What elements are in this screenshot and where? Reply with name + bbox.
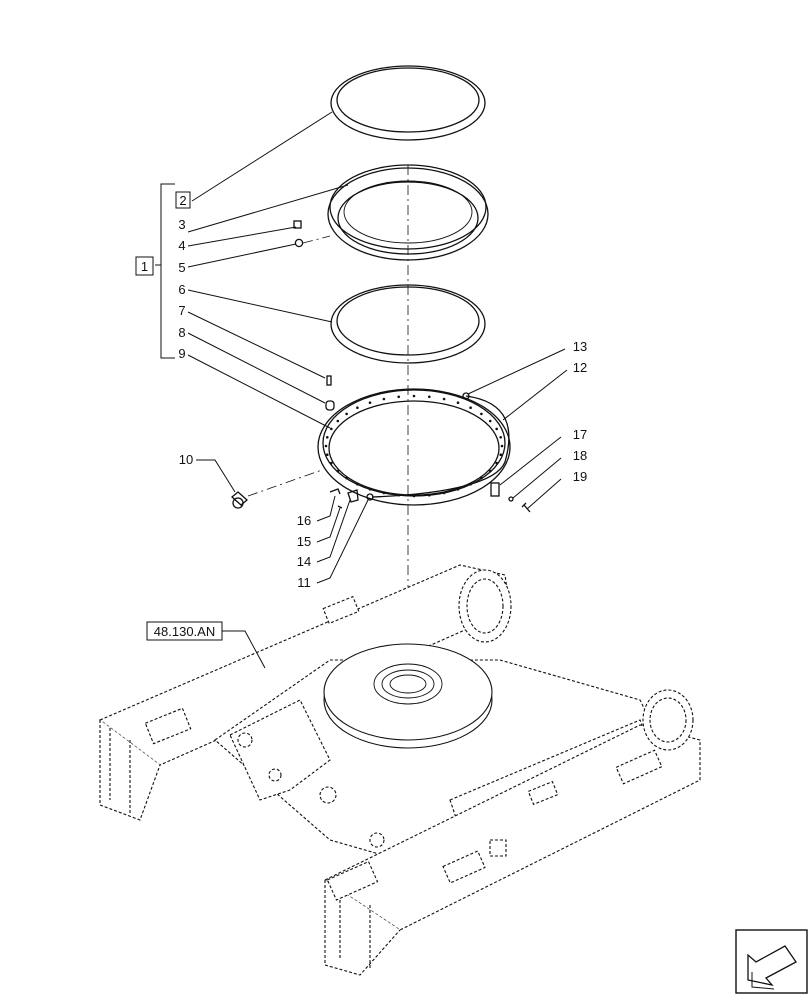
group-bracket: [160, 183, 175, 359]
bolt-hole: [330, 427, 333, 431]
tube-fitting-bottom: [366, 493, 374, 501]
fitting-15: [337, 505, 343, 509]
part-label-12: 12: [573, 360, 587, 375]
bolt-hole: [428, 395, 431, 399]
seal-ring-top: [330, 65, 486, 141]
reference-label: 48.130.AN: [154, 624, 215, 639]
pin: [326, 375, 332, 386]
tube-fitting-top: [462, 392, 470, 400]
elbow-fitting: [347, 489, 359, 503]
bolt-hole: [412, 394, 416, 398]
nipple-axis: [247, 469, 323, 497]
washer: [508, 496, 514, 502]
bolt-hole: [456, 401, 460, 405]
bolt-hole: [480, 476, 483, 480]
bolt-hole: [336, 419, 340, 423]
plug: [294, 238, 304, 248]
bolt-hole: [326, 453, 329, 457]
bolt-hole: [412, 494, 416, 498]
bolt-hole: [442, 491, 446, 495]
bolt-hole: [428, 493, 431, 497]
part-label-19: 19: [573, 469, 587, 484]
part-label-7: 7: [178, 303, 185, 318]
bolt-hole: [397, 395, 401, 399]
bolt-hole: [345, 412, 348, 416]
bolt-hole: [336, 469, 340, 473]
part-label-17: 17: [573, 427, 587, 442]
bolt-hole: [368, 488, 372, 491]
fitting-axis: [302, 235, 331, 244]
bolt-hole: [382, 491, 386, 495]
fitting-16: [329, 488, 341, 495]
bolt-hole: [495, 427, 499, 431]
grease-fitting: [293, 220, 302, 229]
undercarriage-frame: [98, 564, 701, 976]
bearing-bolt-holes: [324, 394, 504, 498]
part-label-10: 10: [179, 452, 193, 467]
grease-nipple: [231, 491, 248, 509]
internal-gear-ring: [327, 164, 489, 261]
part-2-box: [175, 191, 191, 209]
part-label-3: 3: [178, 217, 185, 232]
part-label-16: 16: [297, 513, 311, 528]
bolt-hole: [499, 436, 503, 439]
part-label-2: 2: [179, 193, 186, 208]
page-arrow-icon[interactable]: [735, 929, 808, 994]
part-label-18: 18: [573, 448, 587, 463]
bolt-hole: [368, 401, 372, 405]
part-label-4: 4: [178, 238, 185, 253]
pin-plug: [325, 400, 335, 411]
bolt-hole: [495, 461, 499, 465]
part-label-6: 6: [178, 282, 185, 297]
part-label-5: 5: [178, 260, 185, 275]
bolt-hole: [330, 461, 333, 465]
bolt-hole: [469, 406, 472, 410]
bolt-hole: [442, 397, 446, 401]
bolt-hole: [488, 419, 492, 423]
bolt-hole: [500, 444, 504, 448]
part-label-8: 8: [178, 325, 185, 340]
bolt-hole: [356, 483, 359, 486]
part-label-11: 11: [297, 575, 311, 590]
bolt-hole: [345, 476, 348, 480]
part-label-14: 14: [297, 554, 311, 569]
bolt-hole: [499, 453, 503, 457]
bolt-hole: [488, 469, 492, 473]
bolt-hole: [456, 488, 460, 491]
part-number-labels: 2 3 4 5 6 7 8 9 10 11 12 13 14 15 16 17 18 19: [178, 193, 587, 590]
part-label-13: 13: [573, 339, 587, 354]
bolt-hole: [480, 412, 483, 416]
part-label-15: 15: [297, 534, 311, 549]
reference-box: [146, 621, 223, 641]
clamp: [490, 482, 500, 497]
bolt-hole: [382, 397, 386, 401]
leader-lines: [187, 111, 568, 669]
seal-ring-middle: [330, 284, 486, 364]
lube-tube: [371, 395, 510, 498]
group-label-box: [135, 256, 154, 276]
bolt-hole: [326, 436, 329, 439]
group-label: 1: [141, 259, 148, 274]
swing-bearing: [317, 388, 511, 506]
bolt-hole: [324, 444, 328, 448]
part-label-9: 9: [178, 346, 185, 361]
bolt-hole: [356, 406, 359, 410]
